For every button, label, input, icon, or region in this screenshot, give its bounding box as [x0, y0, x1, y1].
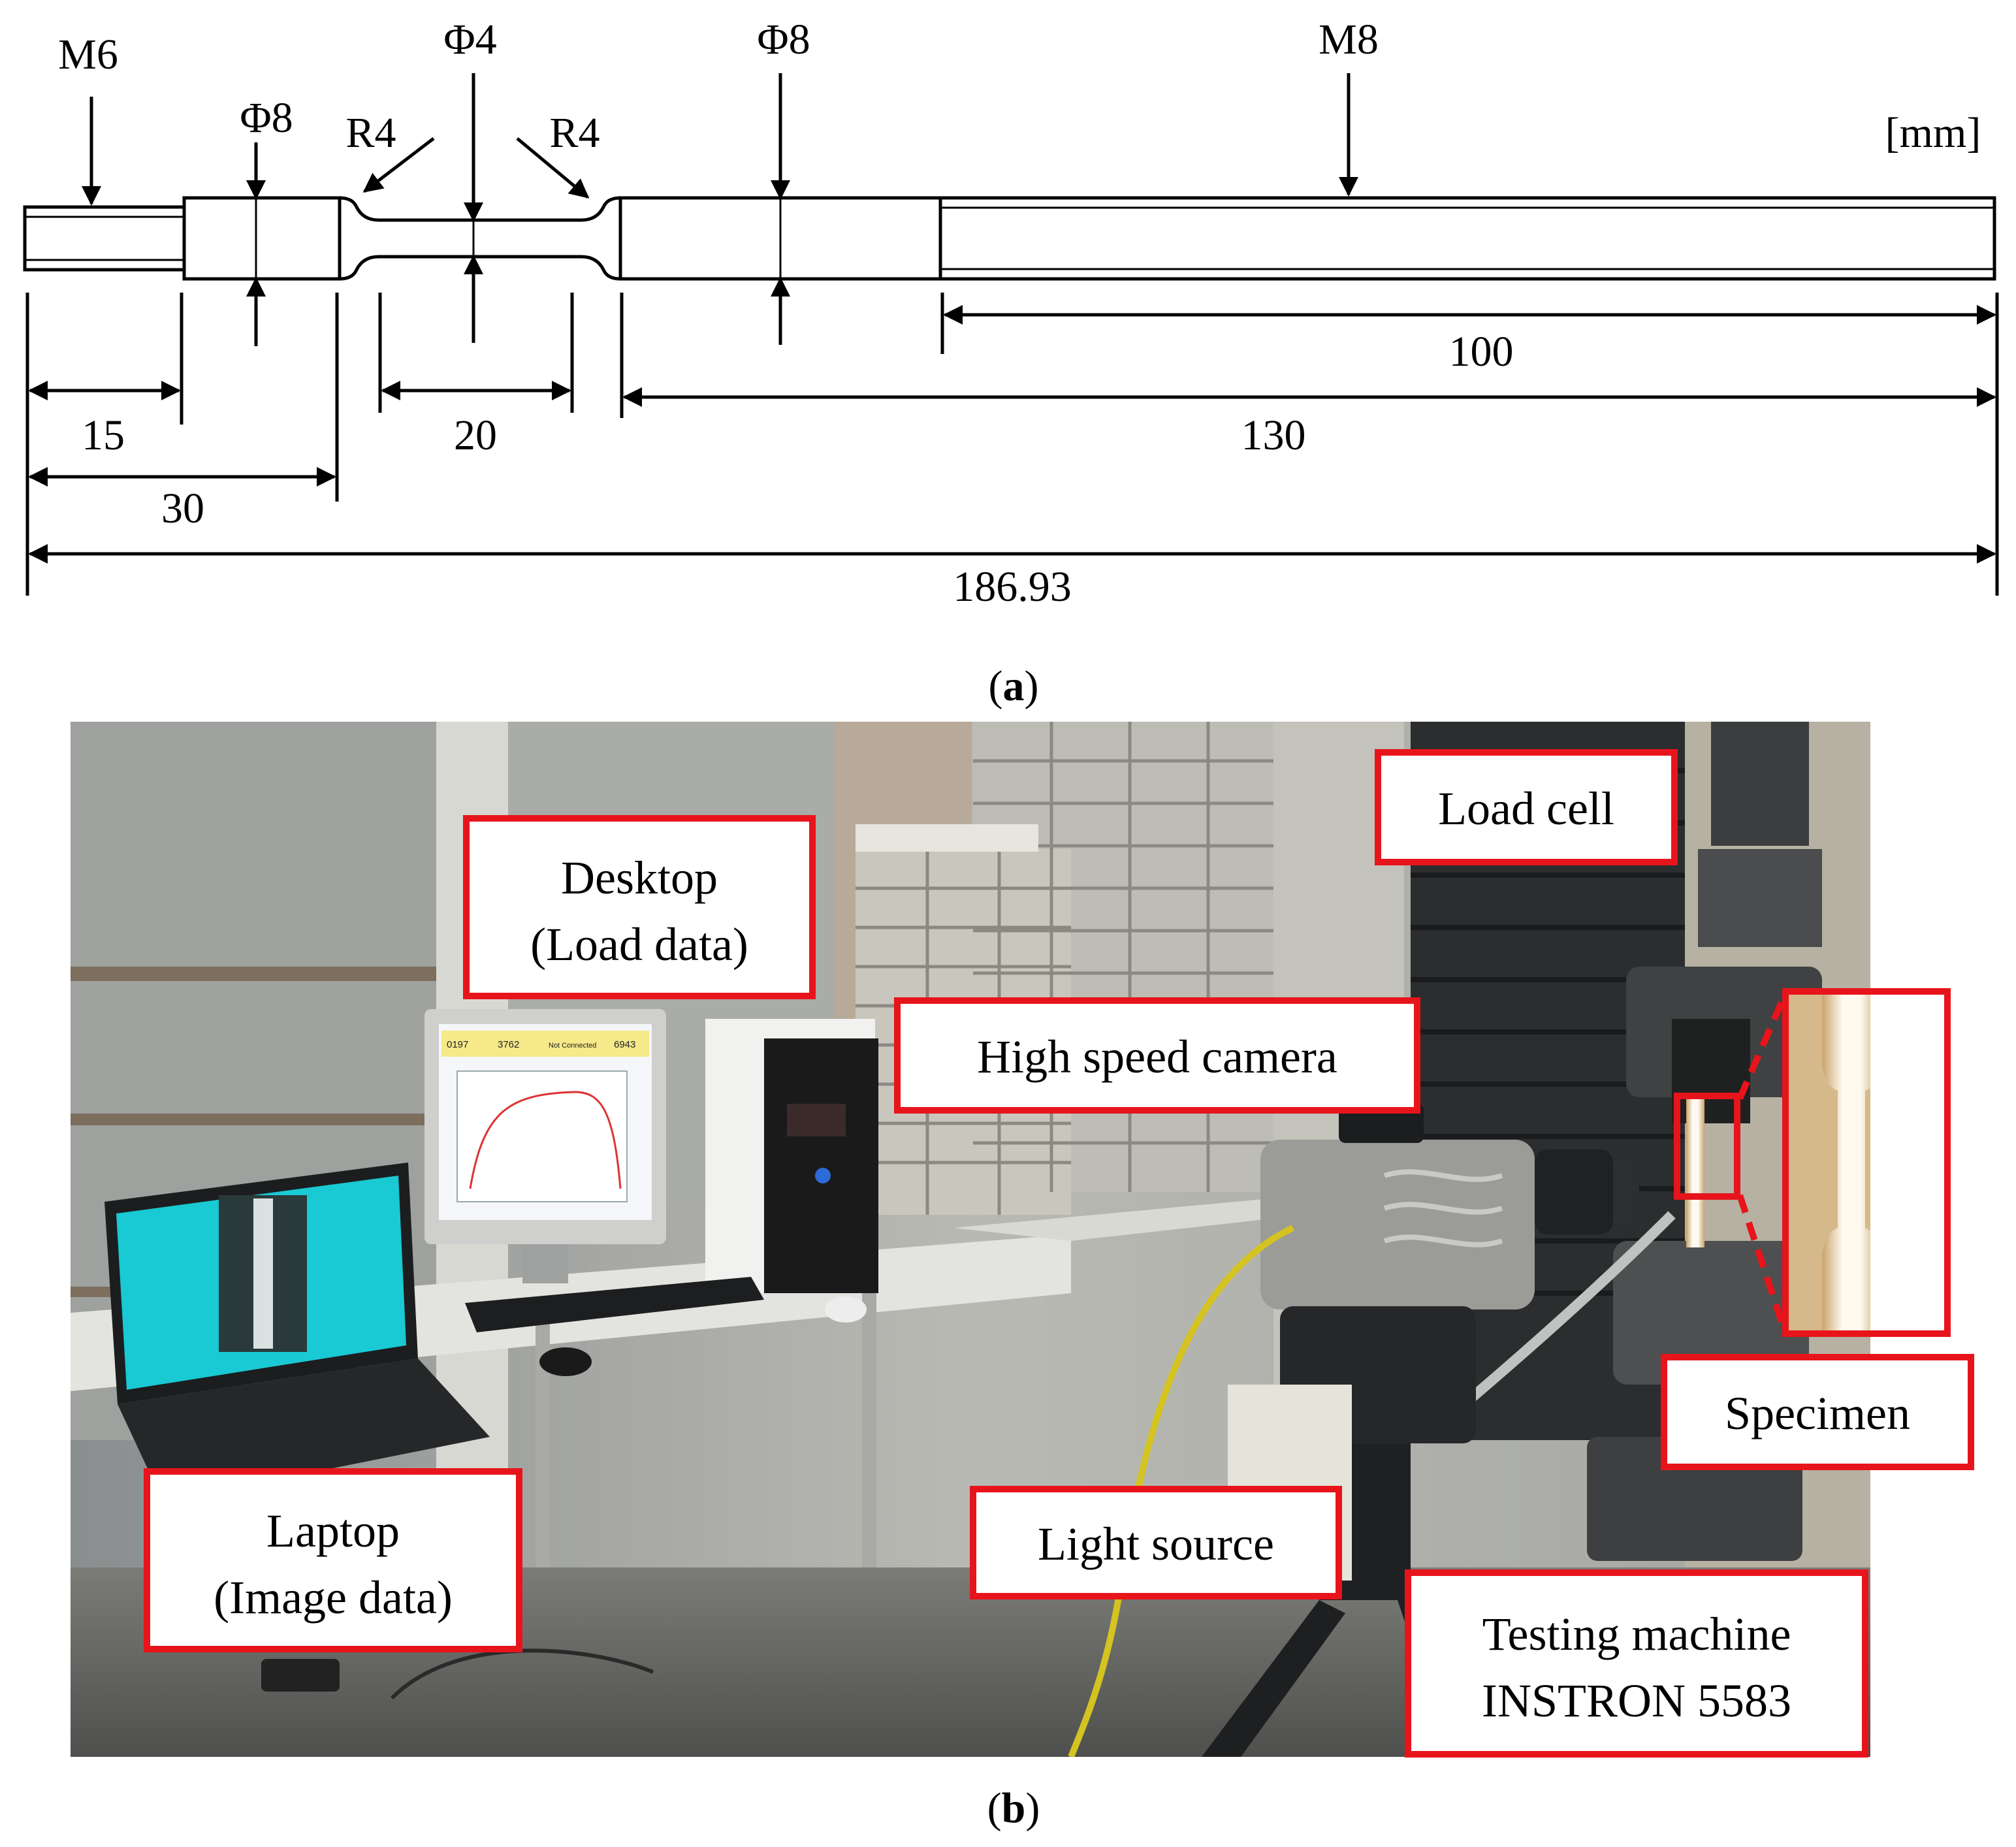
load-cell-body: [1698, 849, 1822, 947]
specimen-drawing: [23, 73, 1999, 596]
laptop-base: [118, 1358, 490, 1502]
r4-left-leader: [362, 137, 435, 193]
label-specimen: Specimen: [1661, 1354, 1974, 1470]
glass-stripe-2: [71, 1114, 436, 1125]
setup-photo: 0197 3762 Not Connected 6943: [71, 722, 1974, 1758]
pc-power-led: [815, 1168, 831, 1183]
label-dim-130: 130: [1241, 411, 1306, 459]
label-desktop: Desktop (Load data): [463, 815, 816, 999]
desk-leg-right: [862, 1274, 876, 1587]
caption-b-letter: b: [1002, 1784, 1026, 1832]
keyboard: [465, 1277, 764, 1332]
label-dim-100: 100: [1449, 328, 1514, 376]
label-high-speed-camera: High speed camera: [894, 997, 1420, 1114]
label-laptop: Laptop (Image data): [144, 1468, 522, 1652]
label-testing-machine-line2: INSTRON 5583: [1482, 1675, 1791, 1727]
specimen-highlight-box: [1674, 1093, 1740, 1200]
monitor-stand: [522, 1244, 568, 1283]
specimen-inset-border: [1782, 988, 1951, 1337]
label-r4-right: R4: [549, 109, 600, 157]
label-phi4: Φ4: [443, 16, 496, 63]
label-phi8-right: Φ8: [757, 16, 810, 63]
gauge-section: [339, 196, 621, 281]
desk-top-back: [953, 1195, 1306, 1241]
monitor-graph-area: [456, 1070, 628, 1202]
monitor-readout-2: 3762: [498, 1039, 519, 1050]
label-m6: M6: [58, 31, 118, 78]
monitor-readout-1: 0197: [447, 1039, 468, 1050]
pc-tower-front: [764, 1038, 878, 1293]
m8-thread-section: [938, 196, 1996, 281]
label-dim-15: 15: [82, 411, 125, 459]
glass-stripe-1: [71, 967, 436, 981]
caption-a-letter: a: [1003, 662, 1025, 710]
camera-lens: [1535, 1149, 1613, 1234]
caption-b: (b): [987, 1784, 1040, 1832]
caption-a: (a): [989, 662, 1039, 710]
label-dim-total: 186.93: [953, 563, 1072, 611]
label-desktop-line1: Desktop: [561, 852, 718, 904]
label-unit: [mm]: [1885, 109, 1981, 157]
label-dim-20: 20: [454, 411, 497, 459]
label-load-cell: Load cell: [1375, 749, 1678, 865]
label-r4-left: R4: [345, 109, 396, 157]
webcam-puck: [539, 1347, 592, 1376]
monitor-readout-bar: [441, 1031, 649, 1057]
paper-stack: [856, 824, 1038, 852]
zoom-connector: [1736, 998, 1786, 1327]
label-laptop-line1: Laptop: [266, 1505, 400, 1557]
tripod-leg-left: [1202, 1600, 1345, 1757]
lower-grip: [1613, 1241, 1809, 1385]
high-speed-camera-body: [1260, 1140, 1535, 1309]
mouse: [825, 1296, 867, 1323]
label-specimen-text: Specimen: [1725, 1387, 1910, 1439]
label-light-source: Light source: [970, 1486, 1342, 1599]
power-adapter: [261, 1659, 340, 1692]
monitor-readout-4: 6943: [614, 1039, 635, 1050]
label-desktop-line2: (Load data): [530, 918, 748, 971]
pc-front-panel: [787, 1104, 846, 1136]
camera-fins: [1383, 1169, 1503, 1247]
monitor-load-curve: [469, 1091, 622, 1189]
r4-right-leader: [516, 137, 590, 199]
label-light-source-text: Light source: [1038, 1518, 1274, 1570]
specimen-inset-image: [1822, 993, 1870, 1332]
left-shoulder: [182, 196, 342, 281]
label-dim-30: 30: [161, 485, 204, 532]
label-m8: M8: [1319, 16, 1379, 63]
upper-pull-rod: [1711, 722, 1809, 846]
light-guide-cable: [1452, 1211, 1676, 1415]
label-phi8-left: Φ8: [240, 94, 293, 142]
label-high-speed-camera-text: High speed camera: [977, 1031, 1337, 1083]
camera-lens-front: [1613, 1159, 1639, 1225]
laptop-specimen-image: [253, 1198, 273, 1349]
specimen-in-grip: [1686, 1097, 1704, 1247]
label-testing-machine: Testing machine INSTRON 5583: [1405, 1569, 1868, 1758]
label-testing-machine-line1: Testing machine: [1482, 1608, 1791, 1660]
label-load-cell-text: Load cell: [1438, 782, 1614, 835]
label-laptop-line2: (Image data): [214, 1571, 453, 1624]
monitor-readout-3: Not Connected: [549, 1042, 596, 1050]
